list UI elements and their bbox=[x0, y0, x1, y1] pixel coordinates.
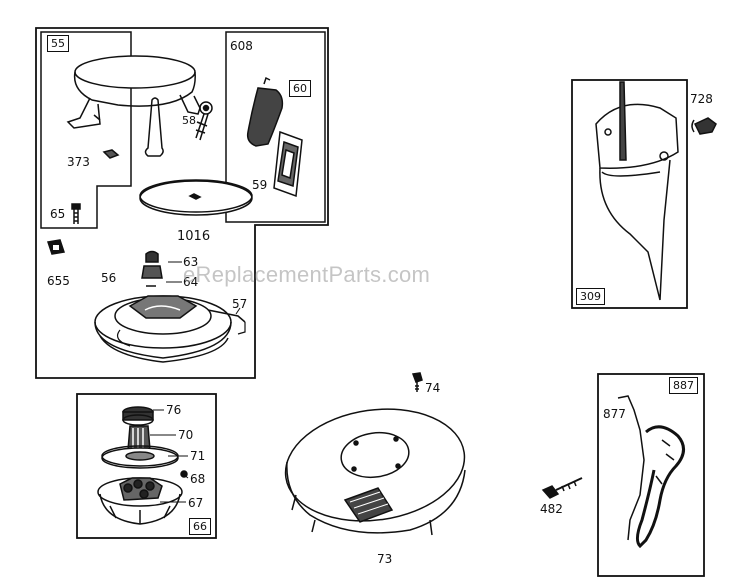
callout-309: 309 bbox=[576, 288, 605, 305]
part-60-handle bbox=[246, 76, 284, 147]
part-73-housing bbox=[284, 408, 466, 536]
callout-66: 66 bbox=[189, 518, 211, 535]
callout-76: 76 bbox=[166, 403, 182, 417]
watermark: eReplacementParts.com bbox=[183, 262, 431, 287]
group-outline-55 bbox=[40, 31, 132, 229]
callout-56: 56 bbox=[101, 271, 117, 285]
callout-65: 65 bbox=[50, 207, 66, 221]
callout-1016: 1016 bbox=[177, 229, 211, 244]
callout-57: 57 bbox=[232, 297, 248, 311]
part-56-pulley bbox=[94, 295, 246, 363]
group-outline-608 bbox=[225, 31, 326, 223]
callout-887: 887 bbox=[669, 377, 698, 394]
part-59-insert bbox=[273, 130, 303, 198]
callout-68: 68 bbox=[190, 472, 206, 486]
part-309-shroud bbox=[595, 81, 679, 301]
callout-482: 482 bbox=[540, 502, 563, 516]
part-655-bracket bbox=[47, 239, 65, 255]
leader-lines bbox=[150, 261, 241, 503]
callout-64: 64 bbox=[183, 275, 199, 289]
part-67-pulley bbox=[97, 477, 183, 525]
part-728-clip bbox=[691, 117, 717, 135]
part-peg bbox=[144, 97, 164, 157]
group-outline-887 bbox=[597, 373, 705, 577]
callout-60: 60 bbox=[289, 80, 311, 97]
callout-74: 74 bbox=[425, 381, 441, 395]
callout-608: 608 bbox=[230, 39, 253, 53]
part-55-cover bbox=[66, 55, 201, 129]
callout-655: 655 bbox=[47, 274, 70, 288]
callout-63: 63 bbox=[183, 255, 199, 269]
part-63-64-retainer bbox=[141, 250, 163, 287]
part-482-screw bbox=[541, 477, 583, 499]
part-877-wire bbox=[617, 395, 685, 549]
part-65-screw bbox=[71, 203, 81, 224]
callout-58: 58 bbox=[182, 114, 196, 127]
callout-73: 73 bbox=[377, 552, 393, 566]
callout-70: 70 bbox=[178, 428, 194, 442]
callout-373: 373 bbox=[67, 155, 90, 169]
part-373-washer bbox=[102, 149, 120, 159]
callout-67: 67 bbox=[188, 496, 204, 510]
group-outline-309 bbox=[571, 79, 688, 309]
group-outline-main bbox=[35, 27, 329, 379]
callout-71: 71 bbox=[190, 449, 206, 463]
part-58-guide bbox=[195, 101, 213, 141]
part-74-screw bbox=[411, 372, 423, 392]
callout-59: 59 bbox=[252, 178, 268, 192]
part-71-plate bbox=[101, 445, 179, 469]
callout-55: 55 bbox=[47, 35, 69, 52]
group-outline-66 bbox=[76, 393, 217, 539]
part-1016-disc bbox=[139, 179, 253, 216]
part-70-ratchet bbox=[127, 425, 151, 451]
callout-728: 728 bbox=[690, 92, 713, 106]
callout-877: 877 bbox=[603, 407, 626, 421]
part-76-cap bbox=[122, 406, 154, 426]
